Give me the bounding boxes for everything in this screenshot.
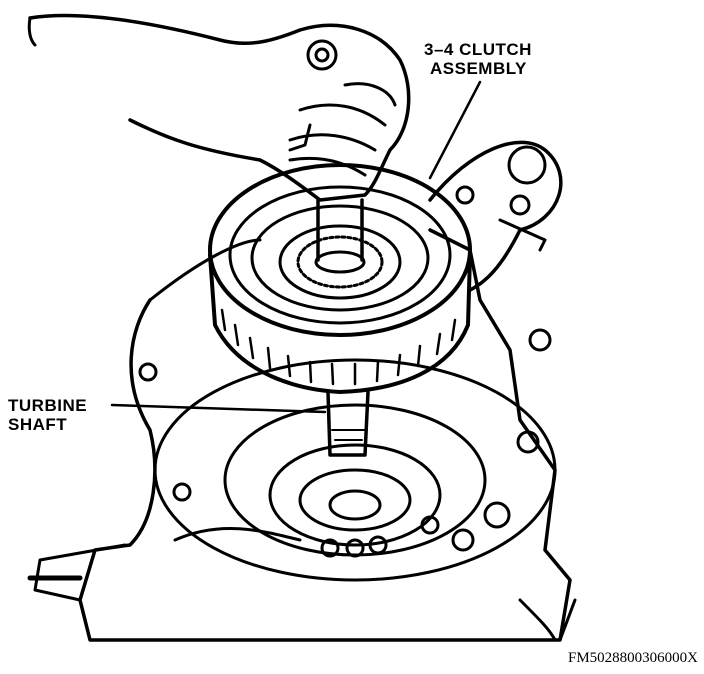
clutch-drum [208, 163, 472, 394]
clutch-assembly-label: 3–4 CLUTCH ASSEMBLY [424, 40, 532, 78]
leader-lines [110, 80, 482, 414]
case-bore-rings [153, 358, 557, 582]
clutch-label-line2: ASSEMBLY [430, 59, 527, 78]
turbine-label-line1: TURBINE [8, 396, 88, 415]
turbine-leader-line [110, 403, 327, 414]
hand [27, 13, 411, 202]
clutch-leader-line [428, 80, 482, 180]
figure-id: FM5028800306000X [567, 650, 698, 666]
clutch-label-line1: 3–4 CLUTCH [424, 40, 532, 59]
turbine-shaft [314, 198, 370, 457]
turbine-shaft-label: TURBINE SHAFT [8, 396, 87, 434]
turbine-label-line2: SHAFT [8, 415, 68, 434]
